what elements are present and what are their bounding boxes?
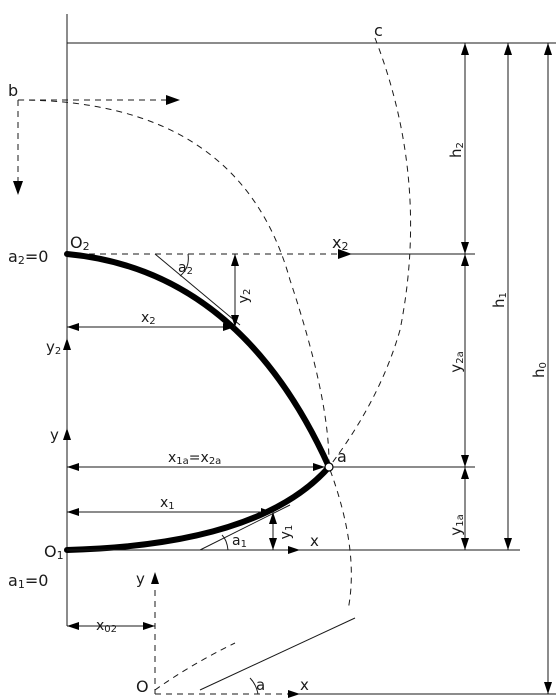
x-axis1-arrow xyxy=(288,546,300,554)
label-h2: h2 xyxy=(447,142,466,158)
label-angle-a1: a1 xyxy=(232,533,247,550)
angle-arc-a2 xyxy=(179,253,189,277)
label-b: b xyxy=(8,81,18,100)
label-o0: O xyxy=(136,677,149,696)
lower-bold-curve xyxy=(64,464,332,553)
arc-from-b-dashed xyxy=(17,99,352,611)
y2-dim-arrow-bottom xyxy=(231,315,239,327)
x2-dim-arrow-right xyxy=(223,323,235,331)
bottom-dashed-curve xyxy=(154,642,236,691)
y-axis0-arrow xyxy=(151,572,159,584)
x1-dim-arrow-right xyxy=(261,508,273,516)
label-x-axis1: x xyxy=(310,532,319,550)
h0-arrow-bottom xyxy=(544,682,552,694)
arc-from-c-dashed xyxy=(328,37,412,468)
label-y2-axis: y2 xyxy=(46,338,61,357)
label-o1: O1 xyxy=(44,542,64,562)
label-y1a: y1a xyxy=(447,514,466,535)
label-x02: x02 xyxy=(96,618,117,635)
b-vertical-arrow xyxy=(13,181,23,195)
label-angle-a2: a2 xyxy=(178,260,193,277)
x02-arrow-right xyxy=(143,622,155,630)
x1a-arrow-left xyxy=(67,463,79,471)
label-y-axis0: y xyxy=(136,570,145,588)
label-y-axis: y xyxy=(50,426,59,444)
label-o2: O2 xyxy=(70,233,90,253)
x2-axis-arrow xyxy=(338,249,352,259)
x-axis0-arrow xyxy=(288,690,300,698)
h0-arrow-top xyxy=(544,43,552,55)
label-h0: h0 xyxy=(530,362,549,378)
tangent-at-o1 xyxy=(199,504,291,551)
label-y2a: y2a xyxy=(447,351,466,372)
y1a-arrow-bottom xyxy=(461,538,469,550)
y2-axis-arrow xyxy=(63,338,71,350)
x02-arrow-left xyxy=(67,622,79,630)
x2-dim-arrow-left xyxy=(67,323,79,331)
x1-dim-arrow-left xyxy=(67,508,79,516)
label-x1a-x2a: x1a=x2a xyxy=(168,450,221,467)
h1-arrow-top xyxy=(504,43,512,55)
label-point-a: a xyxy=(337,447,347,466)
tangent-at-o2 xyxy=(154,253,241,326)
b-horizontal-arrow xyxy=(166,95,180,105)
tangent-at-o0 xyxy=(199,617,356,691)
y1a-arrow-top xyxy=(461,467,469,479)
y-axis-arrow xyxy=(63,428,71,440)
h2-arrow-bottom xyxy=(461,242,469,254)
x1a-arrow-right xyxy=(313,463,325,471)
y1-dim-arrow-bottom xyxy=(269,538,277,550)
upper-bold-curve xyxy=(64,251,332,470)
label-x2-dim: x2 xyxy=(141,310,156,327)
label-x-axis0: x xyxy=(300,676,309,694)
label-a2-eq: a2=0 xyxy=(8,247,48,267)
h2-arrow-top xyxy=(461,43,469,55)
angle-arc-a1 xyxy=(221,534,229,551)
label-a1-eq: a1=0 xyxy=(8,571,48,591)
y2a-arrow-top xyxy=(461,254,469,266)
label-x2-axis: x2 xyxy=(332,233,348,253)
y2-dim-arrow-top xyxy=(231,254,239,266)
y1-dim-arrow-top xyxy=(269,512,277,524)
angle-arc-a0 xyxy=(249,677,259,695)
label-c: c xyxy=(374,21,383,40)
label-y1-dim: y1 xyxy=(278,525,295,540)
label-angle-a0: a xyxy=(256,676,265,694)
label-x1-dim: x1 xyxy=(160,495,175,512)
y2a-arrow-bottom xyxy=(461,455,469,467)
label-y2-dim: y2 xyxy=(236,289,253,304)
label-h1: h1 xyxy=(490,292,509,308)
h1-arrow-bottom xyxy=(504,538,512,550)
point-a-marker xyxy=(324,462,334,472)
